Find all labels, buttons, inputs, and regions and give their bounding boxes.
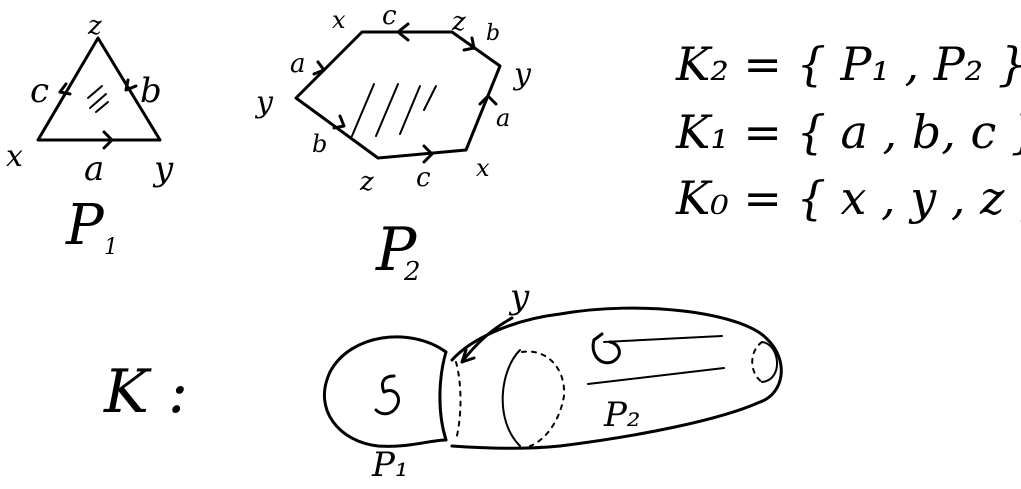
p2-arrow-left [312, 60, 326, 76]
p1-sphere-label: P₁ [371, 445, 409, 485]
complex-k: K : y P₁ P₂ [103, 277, 783, 485]
p1-vertex-left: x [6, 139, 23, 174]
p1-arrow-right [124, 78, 138, 92]
neck-left-curve [438, 350, 448, 442]
p1-edge-bottom: a [84, 149, 104, 189]
p2-vertex-right: y [512, 57, 532, 92]
p2-edge-top-right: b [486, 21, 500, 46]
p2-edge-left: a [290, 49, 306, 79]
p2-edge-bottom: c [416, 163, 431, 193]
p2-orientation-mark [591, 332, 621, 365]
p2-arrow-bottom [422, 144, 434, 164]
p2-sphere-label: P₂ [603, 395, 641, 435]
set-k0: K₀ = { x , y , z } [675, 171, 1021, 225]
p1-arrow-bottom [102, 130, 114, 150]
p2-line-upper [603, 335, 723, 343]
p1-sphere [323, 335, 448, 448]
p1-subscript: 1 [104, 235, 118, 260]
p2-edge-bottom-left: b [312, 130, 327, 158]
neck-dotted [455, 361, 462, 441]
set-k1: K₁ = { a , b, c } [675, 105, 1021, 159]
p1-name: P [65, 193, 105, 258]
p2-subscript: 2 [403, 257, 421, 287]
p2-line-lower [587, 367, 725, 385]
p1-triangle: z x y c b a P 1 [6, 11, 174, 260]
p1-orientation-mark [374, 374, 400, 416]
p1-vertex-top: z [87, 11, 102, 41]
p2-hexagon: x z y x z y c b a c b a P 2 [254, 1, 532, 287]
p2-section-solid [501, 349, 521, 447]
p1-edge-right: b [140, 71, 162, 111]
p2-hatch [351, 83, 437, 137]
p2-edge-top: c [382, 1, 397, 31]
set-definitions: K₂ = { P₁ , P₂ } K₁ = { a , b, c } K₀ = … [675, 37, 1021, 225]
p2-sphere [450, 306, 783, 450]
p2-vertex-top-right: z [451, 7, 466, 37]
p2-name: P [375, 215, 418, 285]
p2-endcap-dotted [751, 341, 763, 383]
p2-vertex-bottom-left: z [359, 167, 374, 197]
p2-edge-right: a [496, 104, 510, 132]
p1-edge-left: c [30, 71, 49, 111]
complex-label: K : [103, 357, 188, 427]
p2-endcap-solid [761, 341, 778, 383]
p1-vertex-right: y [152, 149, 174, 189]
p2-arrow-top-right [462, 36, 476, 52]
p2-vertex-left: y [254, 85, 274, 120]
p1-arrow-left [58, 82, 72, 96]
vertex-label: y [508, 277, 530, 317]
p2-hexagon-outline [294, 30, 502, 160]
p2-section-dotted [521, 350, 566, 447]
set-k2: K₂ = { P₁ , P₂ } [675, 37, 1021, 91]
p2-vertex-bottom-right: x [476, 154, 490, 182]
p1-hatch [87, 85, 109, 113]
vertex-pointer-arrow [460, 316, 514, 364]
p2-arrow-top [396, 22, 410, 42]
p2-arrow-right [478, 94, 498, 106]
p2-arrow-bottom-left [332, 114, 346, 130]
p2-vertex-top-left: x [332, 6, 346, 34]
